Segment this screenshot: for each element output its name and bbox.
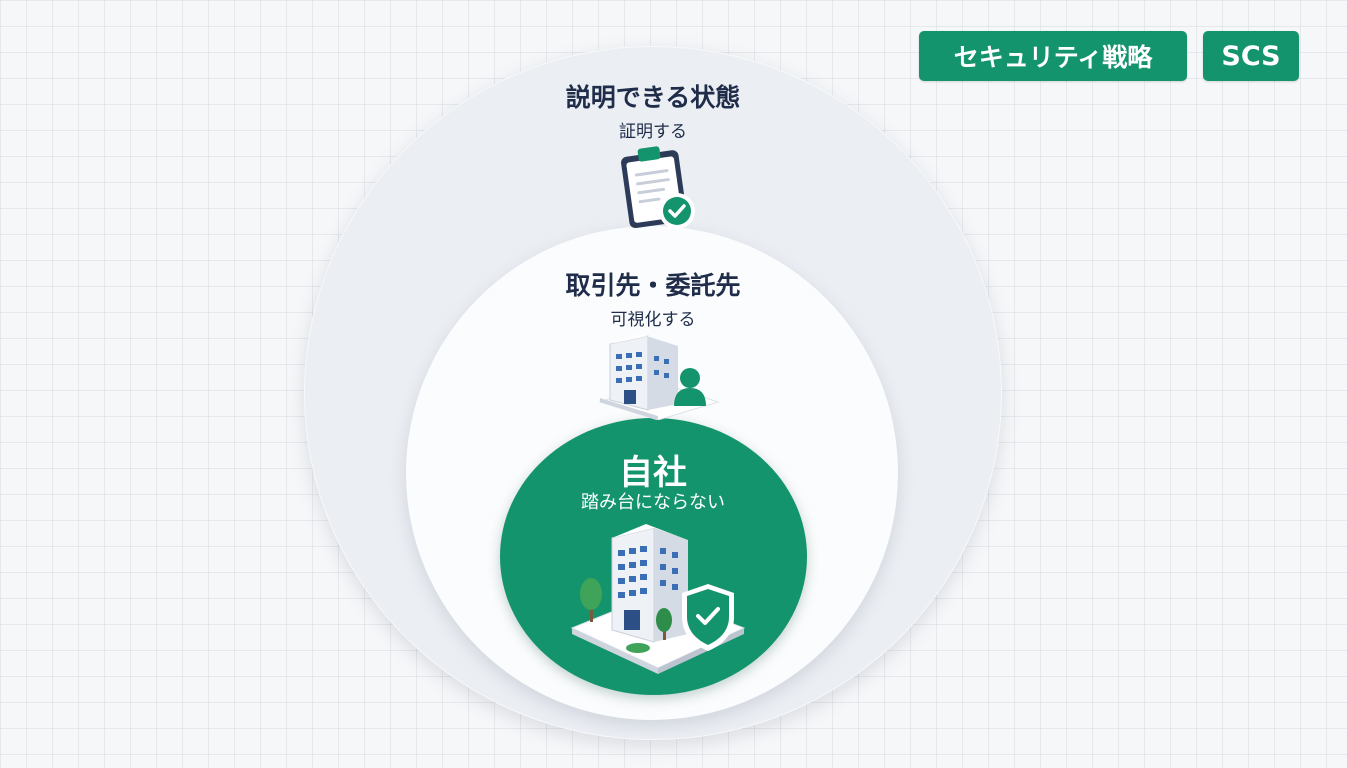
scs-tag: SCS xyxy=(1203,31,1299,81)
secure-building-icon xyxy=(570,524,746,674)
inner-ring-title: 自社 xyxy=(619,453,687,493)
outer-ring-subtitle: 証明する xyxy=(619,122,687,142)
strategy-tag: セキュリティ戦略 xyxy=(919,31,1187,81)
partner-building-icon xyxy=(598,334,720,420)
inner-ring-subtitle: 踏み台にならない xyxy=(581,492,725,513)
middle-ring-subtitle: 可視化する xyxy=(610,310,696,330)
outer-ring-title: 説明できる状態 xyxy=(565,83,741,112)
clipboard-check-icon xyxy=(621,146,695,229)
middle-ring-title: 取引先・委託先 xyxy=(565,271,741,300)
